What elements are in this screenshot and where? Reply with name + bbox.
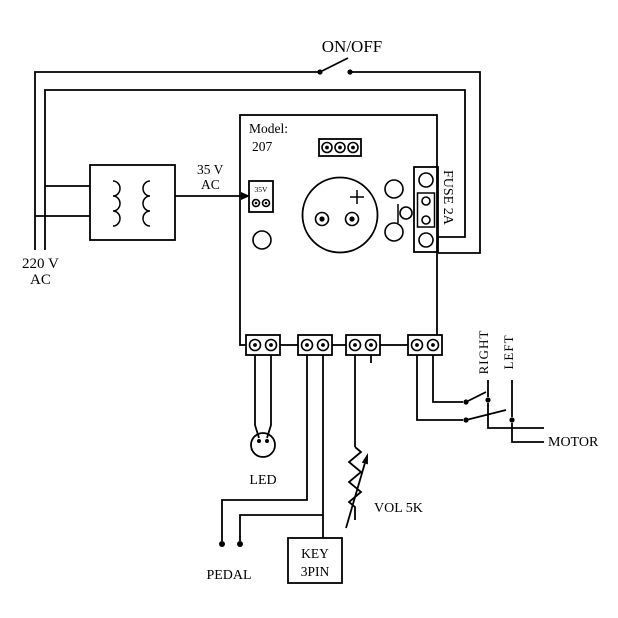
secondary-ac-label: AC [201,177,220,192]
secondary-connector: 35V [248,180,274,213]
motor-label: MOTOR [548,435,599,450]
mains-ac-label: AC [30,272,51,288]
secondary-connector-label: 35V [255,185,269,194]
direction-left-label: LEFT [501,334,516,369]
vol-label: VOL 5K [374,501,423,516]
connector-pedal-key [297,334,333,356]
pad-hole [252,230,272,250]
on-off-label: ON/OFF [322,37,382,56]
led-circuit [250,355,276,458]
secondary-feed-wire [175,192,250,200]
pad-hole [384,179,404,199]
model-number: 207 [252,139,273,154]
motor-switch [416,355,544,443]
pedal-circuit [219,355,324,547]
key-label-line2: 3PIN [301,564,330,579]
led-symbol [250,432,276,458]
connector-motor [407,334,443,356]
pad-hole [384,222,404,242]
plus-polarity-icon [350,190,364,204]
connector-vol [345,334,381,356]
direction-right-label: RIGHT [476,330,491,375]
fuse-label: FUSE 2A [440,170,455,226]
secondary-voltage-label: 35 V [197,162,224,177]
secondary-coil [142,180,151,227]
ac-input-wiring [34,71,481,254]
vol-potentiometer [345,355,372,529]
capacitor [301,176,379,254]
transformer [89,164,176,241]
transistor [397,204,413,223]
key-label-line1: KEY [301,546,329,561]
power-switch [317,57,353,75]
pedal-label: PEDAL [206,568,251,583]
pcb-board [239,114,438,346]
pin-header-icon [318,138,362,157]
mains-voltage-label: 220 V [22,256,59,272]
connector-led [245,334,281,356]
led-label: LED [249,473,276,488]
fuse-holder [413,166,439,253]
key-box: KEY 3PIN [287,537,343,584]
primary-coil [112,180,121,227]
model-label: Model: [249,121,288,136]
